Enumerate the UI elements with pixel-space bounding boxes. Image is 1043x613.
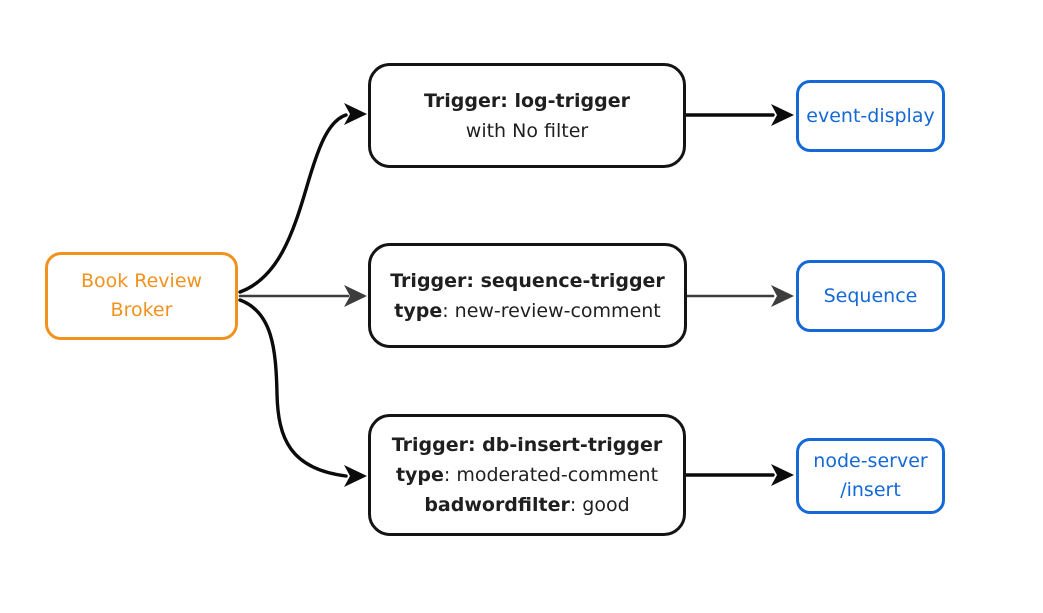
trigger-db-filter-key: badwordfilter (424, 494, 570, 516)
broker-label-line1: Book Review (80, 270, 203, 292)
arrowhead-sequence-trigger (344, 285, 367, 307)
trigger-sequence-attr-value: : new-review-comment (442, 299, 661, 322)
sink-sequence-label: Sequence (823, 284, 918, 307)
trigger-db-title: Trigger: db-insert-trigger (391, 434, 663, 456)
broker-node: Book Review Broker (45, 252, 238, 340)
trigger-log-title: Trigger: log-trigger (424, 89, 630, 112)
sink-node-sequence: Sequence (796, 260, 945, 332)
trigger-sequence-attr-key: type (394, 299, 443, 322)
trigger-db-filter-value: : good (569, 494, 630, 516)
trigger-sequence-title: Trigger: sequence-trigger (390, 269, 665, 292)
trigger-db-filter-attr: badwordfilter: good (424, 490, 629, 520)
sink-node-event-display: event-display (796, 80, 945, 152)
arrowhead-db-insert-trigger (344, 465, 367, 487)
trigger-node-db-insert: Trigger: db-insert-trigger type: moderat… (368, 414, 686, 536)
arrowhead-node-server (771, 464, 794, 486)
trigger-db-type-value: : moderated-comment (443, 464, 659, 486)
trigger-db-type-attr: type: moderated-comment (396, 460, 658, 490)
trigger-db-type-key: type (395, 464, 444, 486)
sink-event-display-label: event-display (806, 104, 935, 127)
trigger-node-sequence: Trigger: sequence-trigger type: new-revi… (368, 243, 687, 348)
arrowhead-event-display (771, 104, 794, 126)
sink-node-node-server-insert: node-server /insert (796, 438, 945, 514)
arrowhead-log-trigger (344, 103, 367, 125)
sink-node-server-line2: /insert (840, 479, 901, 501)
arrowhead-sequence (771, 285, 794, 307)
sink-node-server-line1: node-server (813, 450, 928, 472)
trigger-log-subtitle: with No filter (465, 119, 589, 142)
edge-broker-to-log-trigger (238, 113, 348, 294)
edge-broker-to-db-insert-trigger (238, 298, 348, 478)
broker-label-line2: Broker (110, 299, 173, 321)
trigger-sequence-attr: type: new-review-comment (394, 296, 661, 326)
trigger-node-log: Trigger: log-trigger with No filter (368, 63, 686, 168)
